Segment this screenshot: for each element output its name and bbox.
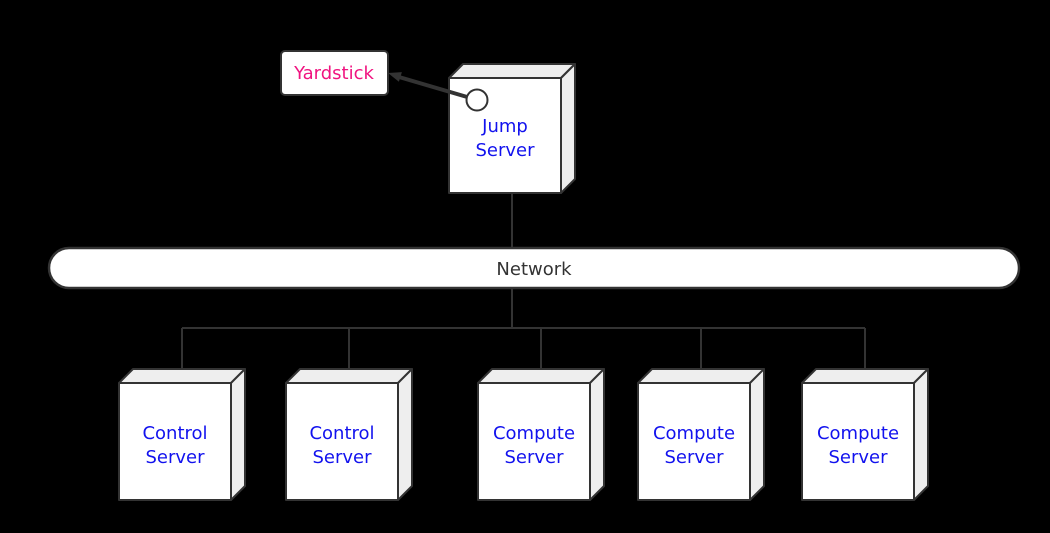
compute-server-2-top-face	[637, 368, 765, 384]
node-yardstick: Yardstick	[280, 50, 389, 96]
yardstick-arrow-shaft	[398, 75, 475, 101]
node-compute-server-2: Compute Server	[637, 368, 765, 501]
control-server-2-label-line1: Control	[309, 423, 374, 444]
control-server-1-side-face	[230, 368, 246, 501]
control-server-2-label-line2: Server	[312, 447, 372, 468]
control-server-1-label-line2: Server	[145, 447, 205, 468]
node-network: Network	[47, 246, 1021, 290]
compute-server-1-label-line2: Server	[504, 447, 564, 468]
network-shape	[47, 246, 1021, 290]
jump-server-label-line2: Server	[475, 140, 535, 161]
compute-server-3-label-line1: Compute	[817, 423, 899, 444]
jump-server-port-circle	[465, 88, 489, 112]
network-label: Network	[496, 259, 572, 280]
compute-server-3-label-line2: Server	[828, 447, 888, 468]
compute-server-3-top-face	[801, 368, 929, 384]
control-server-1-label-line1: Control	[142, 423, 207, 444]
compute-server-1-front-face	[477, 382, 591, 501]
compute-server-2-side-face	[749, 368, 765, 501]
yardstick-arrow	[388, 72, 489, 112]
yardstick-label: Yardstick	[293, 63, 374, 84]
compute-server-2-label-line1: Compute	[653, 423, 735, 444]
yardstick-arrow-head	[388, 72, 402, 82]
node-compute-server-3: Compute Server	[801, 368, 929, 501]
control-server-2-top-face	[285, 368, 413, 384]
node-jump-server: Jump Server	[448, 63, 576, 194]
jump-server-top-face	[448, 63, 576, 79]
node-control-server-1: Control Server	[118, 368, 246, 501]
compute-server-1-side-face	[589, 368, 605, 501]
compute-server-3-side-face	[913, 368, 929, 501]
node-compute-server-1: Compute Server	[477, 368, 605, 501]
edges	[181, 193, 866, 376]
compute-server-1-label-line1: Compute	[493, 423, 575, 444]
node-control-server-2: Control Server	[285, 368, 413, 501]
compute-server-2-label-line2: Server	[664, 447, 724, 468]
jump-server-side-face	[560, 63, 576, 194]
control-server-1-front-face	[118, 382, 232, 501]
jump-server-label-line1: Jump	[481, 116, 528, 137]
compute-server-1-top-face	[477, 368, 605, 384]
compute-server-2-front-face	[637, 382, 751, 501]
compute-server-3-front-face	[801, 382, 915, 501]
control-server-1-top-face	[118, 368, 246, 384]
control-server-2-front-face	[285, 382, 399, 501]
control-server-2-side-face	[397, 368, 413, 501]
